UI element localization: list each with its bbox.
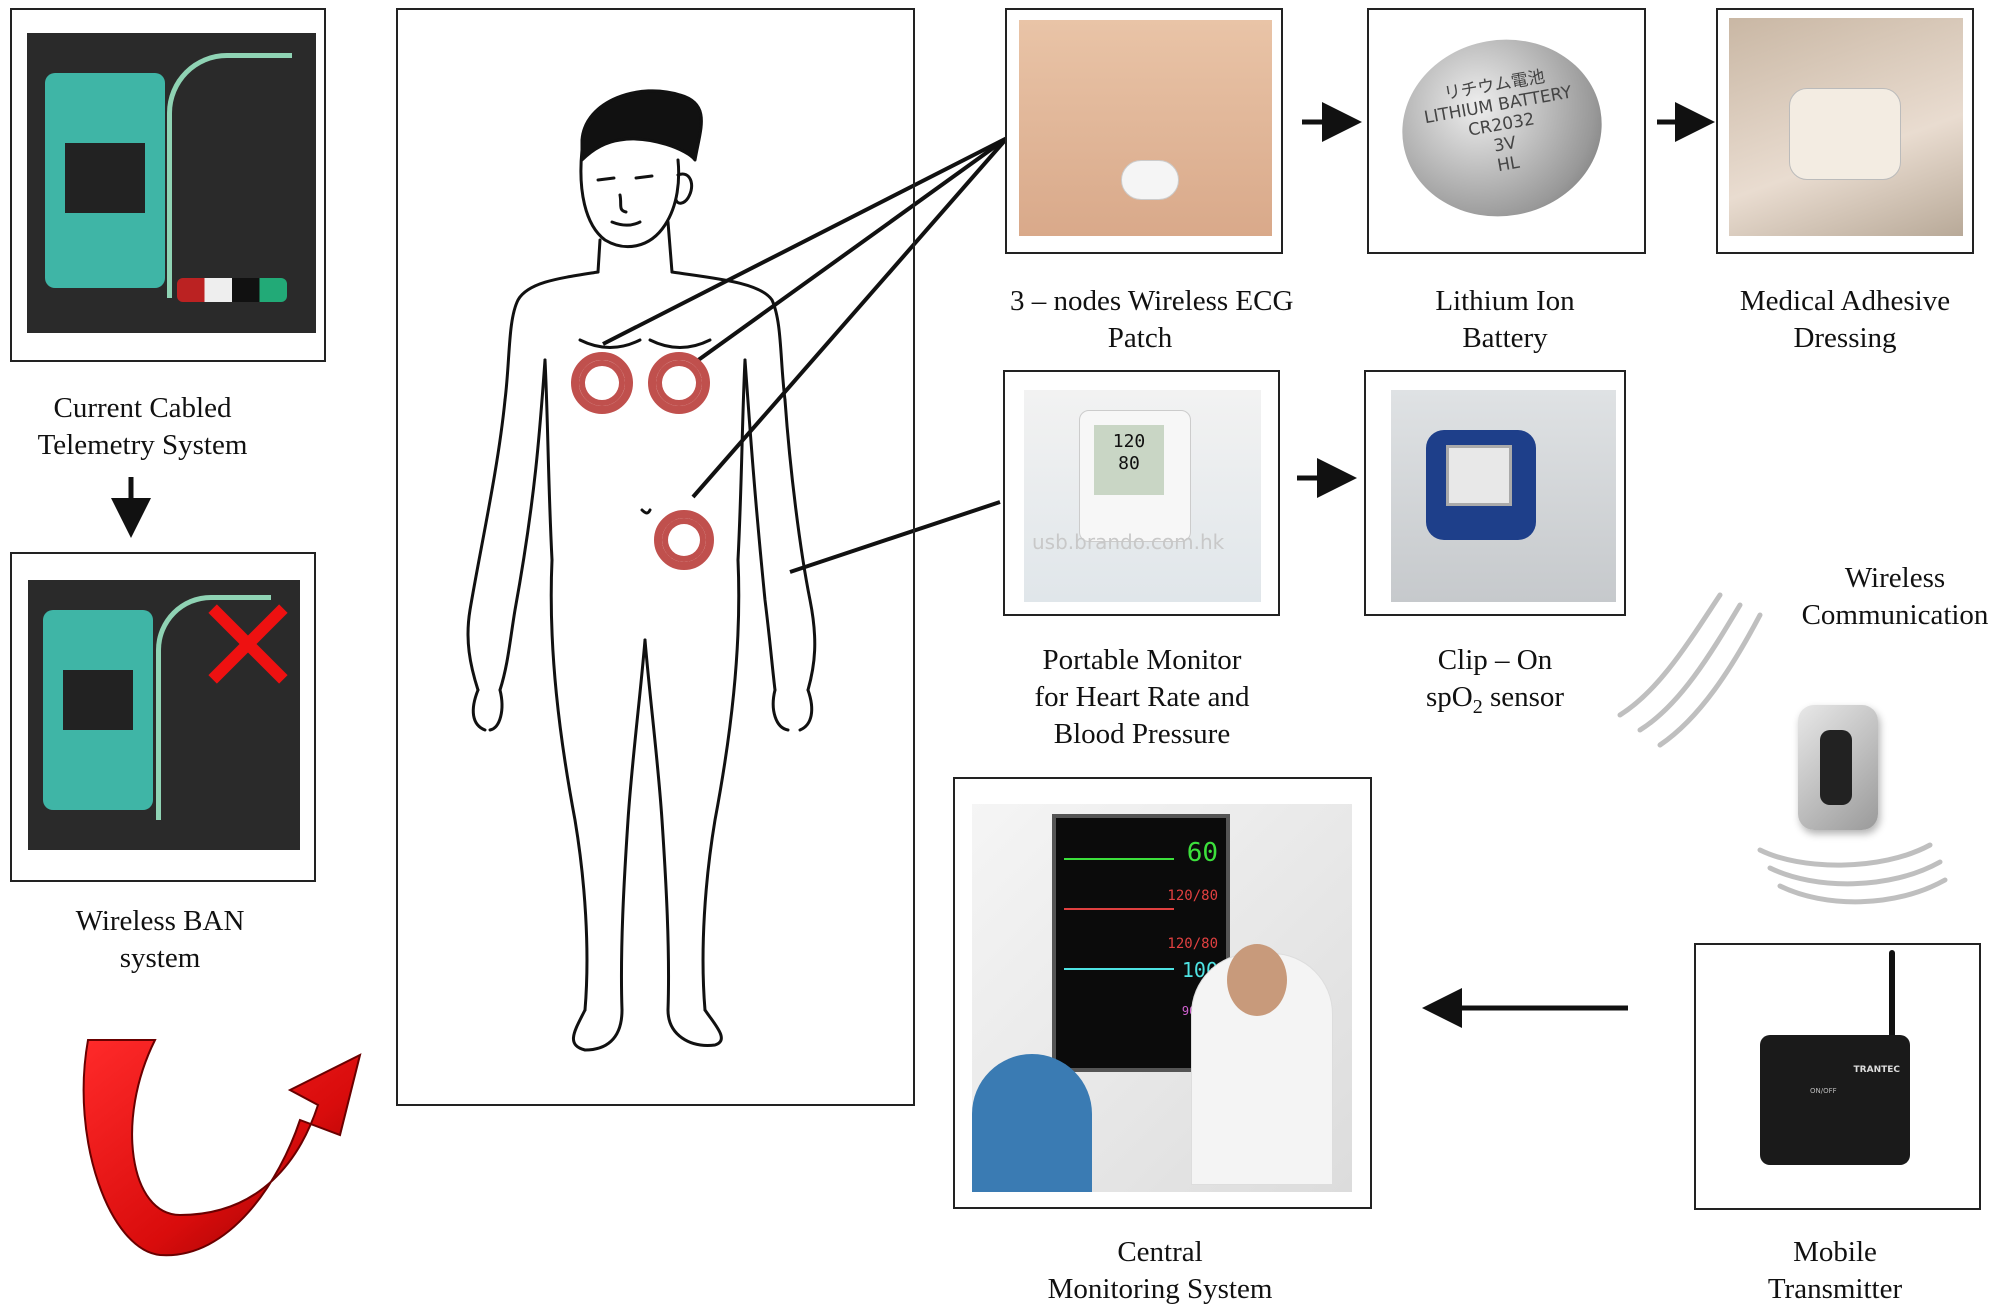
mobile-transmitter-caption: Mobile Transmitter	[1700, 1234, 1970, 1308]
battery-line2: Battery	[1360, 320, 1650, 357]
monitor-line2: for Heart Rate and	[1000, 679, 1284, 716]
wireless-ban-line1: Wireless BAN	[20, 903, 300, 940]
bp-monitor-caption: Portable Monitor for Heart Rate and Bloo…	[1000, 642, 1284, 753]
wireless-waves-icon	[1620, 595, 1945, 902]
ecg-patch-photo	[1019, 20, 1272, 236]
nurse-figure	[972, 1054, 1092, 1192]
transmitter-body: TRANTEC ON/OFF	[1760, 1035, 1910, 1165]
clip-line2: spO2 sensor	[1360, 679, 1630, 726]
current-cabled-caption: Current Cabled Telemetry System	[0, 390, 285, 464]
transmitter-antenna	[1889, 950, 1895, 1040]
cross-mark-icon	[206, 602, 286, 682]
central-monitoring-photo: 60 120/80 120/80 100 25 90/90	[972, 804, 1352, 1192]
cabled-telemetry-photo	[27, 33, 316, 333]
clip-line2-pre: spO	[1426, 681, 1473, 713]
clip-sensor-photo	[1391, 390, 1616, 602]
waveform-2	[1064, 908, 1174, 910]
monitor-readout-2: 120/80	[1167, 936, 1218, 952]
current-cabled-line2: Telemetry System	[0, 427, 285, 464]
wireless-comm-line1: Wireless	[1790, 560, 2000, 597]
clip-line2-post: sensor	[1483, 681, 1564, 713]
waveform-3	[1064, 968, 1174, 970]
bp-lcd: 120 80	[1094, 425, 1164, 495]
clip-sensor-caption: Clip – On spO2 sensor	[1360, 642, 1630, 726]
waveform-1	[1064, 858, 1174, 860]
electrode-left	[571, 352, 633, 414]
monitor-hr-readout: 60	[1187, 838, 1218, 868]
adhesive-dressing	[1789, 88, 1901, 180]
monitor-readout-1: 120/80	[1167, 888, 1218, 904]
mobile-line2: Transmitter	[1700, 1271, 1970, 1308]
dressing-photo	[1729, 18, 1963, 236]
patch-device	[1121, 160, 1179, 200]
wireless-ban-photo	[28, 580, 300, 850]
curved-red-arrow	[84, 1040, 360, 1255]
body-frame	[396, 8, 915, 1106]
coin-battery: リチウム電池 LITHIUM BATTERY CR2032 3V HL	[1388, 24, 1616, 232]
monitor-line1: Portable Monitor	[1000, 642, 1284, 679]
electrode-lower	[654, 510, 714, 570]
dressing-line1: Medical Adhesive	[1710, 283, 1980, 320]
wireless-ban-line2: system	[20, 940, 300, 977]
mobile-line1: Mobile	[1700, 1234, 1970, 1271]
central-monitoring-caption: Central Monitoring System	[1000, 1234, 1320, 1308]
doctor-head	[1227, 944, 1287, 1016]
lead-connectors	[177, 278, 287, 302]
ban-screen	[63, 670, 133, 730]
clip-line1: Clip – On	[1360, 642, 1630, 679]
node-inner-panel	[1820, 730, 1852, 805]
ecg-patch-line2: Patch	[990, 320, 1290, 357]
transmitter-brand: TRANTEC	[1854, 1065, 1900, 1075]
battery-caption: Lithium Ion Battery	[1360, 283, 1650, 357]
oximeter-screen	[1446, 445, 1512, 506]
monitor-line3: Blood Pressure	[1000, 716, 1284, 753]
wireless-comm-line2: Communication	[1790, 597, 2000, 634]
battery-line1: Lithium Ion	[1360, 283, 1650, 320]
wireless-comm-caption: Wireless Communication	[1790, 560, 2000, 634]
photo-watermark: usb.brando.com.hk	[1032, 530, 1224, 554]
wireless-ban-caption: Wireless BAN system	[20, 903, 300, 977]
battery-photo: リチウム電池 LITHIUM BATTERY CR2032 3V HL	[1380, 20, 1634, 238]
transmitter-switch: ON/OFF	[1810, 1087, 1837, 1095]
dressing-caption: Medical Adhesive Dressing	[1710, 283, 1980, 357]
electrode-right	[648, 352, 710, 414]
current-cabled-line1: Current Cabled	[0, 390, 285, 427]
central-line2: Monitoring System	[1000, 1271, 1320, 1308]
bp-monitor-photo: 120 80 usb.brando.com.hk	[1024, 390, 1261, 602]
wireless-node-device	[1798, 705, 1878, 830]
clip-line2-sub: 2	[1473, 696, 1483, 718]
mobile-transmitter-photo: TRANTEC ON/OFF	[1720, 950, 1960, 1170]
telemetry-screen	[65, 143, 145, 213]
central-line1: Central	[1000, 1234, 1320, 1271]
dressing-line2: Dressing	[1710, 320, 1980, 357]
ecg-patch-caption: 3 – nodes Wireless ECG Patch	[1010, 283, 1290, 357]
bp-systolic: 120	[1094, 431, 1164, 453]
bp-diastolic: 80	[1094, 453, 1164, 475]
cable-bundle	[167, 53, 292, 298]
ecg-patch-line1: 3 – nodes Wireless ECG	[1010, 283, 1290, 320]
